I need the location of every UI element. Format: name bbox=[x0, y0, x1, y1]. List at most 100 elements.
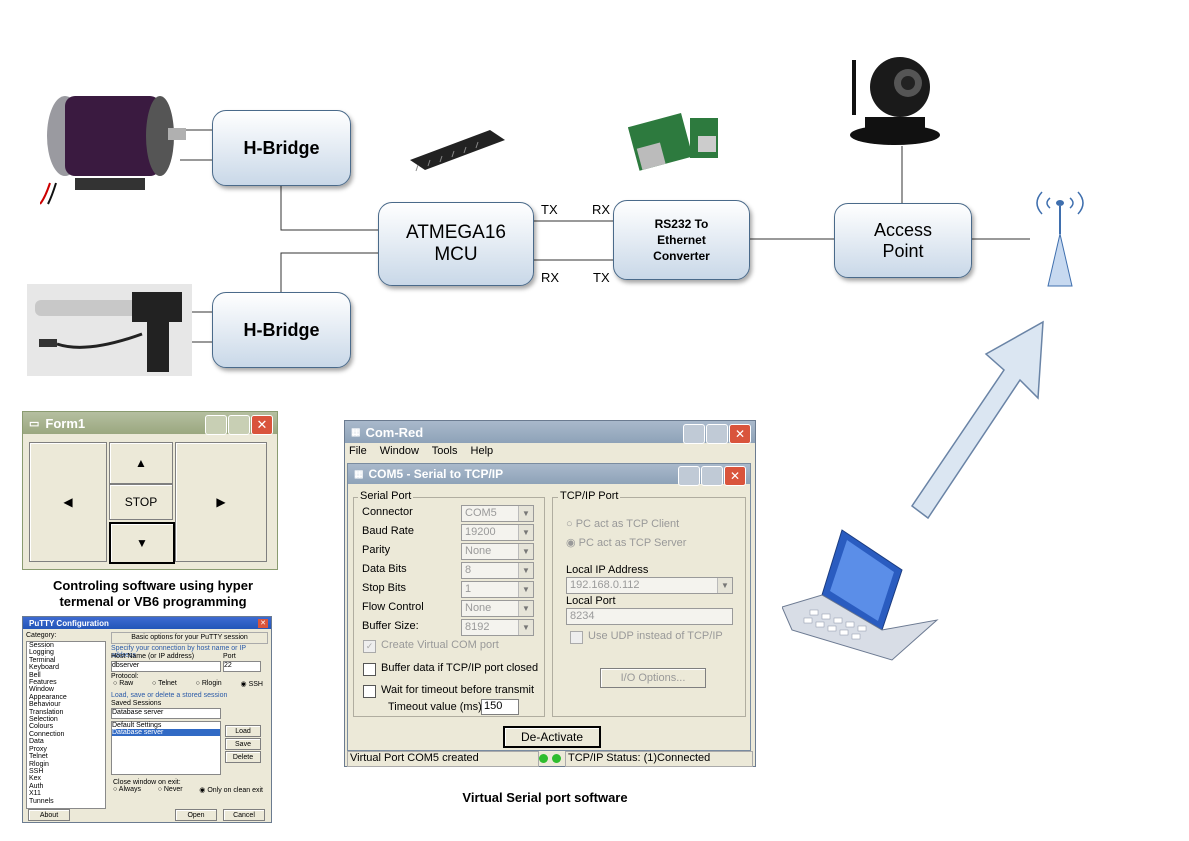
comred-window: ▦ Com-Red ✕ File Window Tools Help ▦ COM… bbox=[344, 420, 756, 767]
serial-row-select[interactable]: None▼ bbox=[461, 543, 534, 560]
session-item[interactable]: Default Settings bbox=[112, 722, 162, 729]
wait-timeout-checkbox[interactable] bbox=[363, 685, 376, 698]
com5-maximize-button[interactable] bbox=[701, 466, 723, 486]
putty-tree-item[interactable]: Session bbox=[29, 642, 54, 649]
chevron-down-icon: ▼ bbox=[518, 601, 533, 616]
putty-tree-item[interactable]: SSH bbox=[29, 767, 44, 775]
putty-load-button[interactable]: Load bbox=[225, 725, 261, 737]
putty-tree-item[interactable]: Translation bbox=[29, 708, 64, 716]
putty-port-label: Port bbox=[223, 653, 236, 660]
putty-category-label: Category: bbox=[26, 632, 57, 639]
rx-left-label: RX bbox=[541, 270, 560, 285]
putty-tree-item[interactable]: Connection bbox=[29, 730, 65, 738]
menu-file[interactable]: File bbox=[349, 445, 367, 457]
tcpip-port-group bbox=[552, 497, 746, 717]
com5-close-button[interactable]: ✕ bbox=[724, 466, 746, 486]
mcu-label: ATMEGA16 MCU bbox=[406, 222, 506, 265]
putty-tree-item[interactable]: Selection bbox=[29, 716, 58, 724]
local-port-label: Local Port bbox=[566, 595, 616, 607]
putty-host-label: Host Name (or IP address) bbox=[111, 653, 195, 660]
comred-minimize-button[interactable] bbox=[683, 424, 705, 444]
putty-tree-item[interactable]: Colours bbox=[29, 723, 54, 731]
chevron-down-icon: ▼ bbox=[717, 578, 732, 593]
putty-tree-item[interactable]: Proxy bbox=[29, 745, 47, 753]
putty-tree-item[interactable]: Tunnels bbox=[29, 797, 54, 805]
timeout-input[interactable]: 150 bbox=[481, 699, 519, 715]
putty-port-input[interactable]: 22 bbox=[223, 661, 261, 672]
putty-tree-item[interactable]: Keyboard bbox=[29, 664, 59, 672]
menu-tools[interactable]: Tools bbox=[431, 445, 458, 457]
local-ip-select[interactable]: 192.168.0.112▼ bbox=[566, 577, 733, 594]
close-button[interactable]: ✕ bbox=[251, 415, 273, 435]
comred-close-button[interactable]: ✕ bbox=[729, 424, 751, 444]
pc-server-radio[interactable]: ◉ PC act as TCP Server bbox=[566, 537, 687, 549]
putty-close-radios[interactable]: ○ Always ○ Never ◉ Only on clean exit bbox=[113, 786, 263, 794]
buffer-data-label: Buffer data if TCP/IP port closed bbox=[381, 662, 539, 674]
putty-close-icon[interactable]: ✕ bbox=[258, 619, 268, 628]
serial-row-select[interactable]: 8192▼ bbox=[461, 619, 534, 636]
putty-tree-item[interactable]: Behaviour bbox=[29, 701, 61, 709]
putty-tree-item[interactable]: Bell bbox=[29, 671, 41, 679]
session-item-selected[interactable]: Database server bbox=[112, 729, 220, 736]
putty-tree-item[interactable]: Rlogin bbox=[29, 760, 49, 768]
putty-saved-input[interactable]: Database server bbox=[111, 708, 221, 719]
putty-save-button[interactable]: Save bbox=[225, 738, 261, 750]
putty-open-button[interactable]: Open bbox=[175, 809, 217, 821]
comred-maximize-button[interactable] bbox=[706, 424, 728, 444]
right-button[interactable]: ▶ bbox=[175, 442, 267, 562]
down-button[interactable]: ▼ bbox=[109, 522, 175, 564]
menu-help[interactable]: Help bbox=[470, 445, 494, 457]
com5-title: COM5 - Serial to TCP/IP bbox=[368, 467, 504, 481]
pc-client-radio[interactable]: ○ PC act as TCP Client bbox=[566, 518, 680, 530]
putty-session-list[interactable]: Default Settings Database server bbox=[111, 721, 221, 775]
minimize-button[interactable] bbox=[205, 415, 227, 435]
rx-right-label: RX bbox=[592, 202, 611, 217]
serial-row-select[interactable]: COM5▼ bbox=[461, 505, 534, 522]
putty-tree-item[interactable]: Features bbox=[29, 679, 57, 687]
buffer-data-checkbox[interactable] bbox=[363, 663, 376, 676]
putty-tree-item[interactable]: Data bbox=[29, 738, 44, 746]
putty-saved-label: Saved Sessions bbox=[111, 700, 162, 707]
serial-row-select[interactable]: 19200▼ bbox=[461, 524, 534, 541]
putty-protocol-radios[interactable]: ○ Raw ○ Telnet ○ Rlogin ◉ SSH bbox=[113, 680, 263, 688]
putty-tree-item[interactable]: Appearance bbox=[29, 693, 67, 701]
up-button[interactable]: ▲ bbox=[109, 442, 173, 484]
putty-tree-item[interactable]: Logging bbox=[29, 649, 54, 657]
hbridge-bottom-label: H-Bridge bbox=[243, 319, 320, 340]
putty-host-input[interactable]: dbserver bbox=[111, 661, 221, 672]
left-button[interactable]: ◀ bbox=[29, 442, 107, 562]
converter-node: RS232 To Ethernet Converter bbox=[613, 200, 750, 280]
status-led-icon bbox=[539, 754, 548, 763]
serial-row-select[interactable]: 1▼ bbox=[461, 581, 534, 598]
laptop-icon bbox=[782, 529, 939, 661]
putty-tree-item[interactable]: Telnet bbox=[29, 753, 48, 761]
putty-about-button[interactable]: About bbox=[28, 809, 70, 821]
putty-tree-item[interactable]: Kex bbox=[29, 775, 42, 783]
chevron-down-icon: ▼ bbox=[518, 582, 533, 597]
putty-tree-item[interactable]: X11 bbox=[29, 790, 41, 798]
putty-cancel-button[interactable]: Cancel bbox=[223, 809, 265, 821]
putty-tree-item[interactable]: Window bbox=[29, 686, 54, 694]
deactivate-button[interactable]: De-Activate bbox=[503, 726, 601, 748]
create-virtual-checkbox[interactable]: ✓ bbox=[363, 640, 376, 653]
io-options-button[interactable]: I/O Options... bbox=[600, 668, 706, 688]
putty-delete-button[interactable]: Delete bbox=[225, 751, 261, 763]
serial-row-select[interactable]: 8▼ bbox=[461, 562, 534, 579]
menu-window[interactable]: Window bbox=[379, 445, 419, 457]
stop-button[interactable]: STOP bbox=[109, 484, 173, 520]
chevron-down-icon: ▼ bbox=[518, 506, 533, 521]
putty-tree-item[interactable]: Terminal bbox=[29, 656, 56, 664]
local-port-input[interactable]: 8234 bbox=[566, 608, 733, 625]
use-udp-checkbox[interactable] bbox=[570, 631, 583, 644]
serial-row-select[interactable]: None▼ bbox=[461, 600, 534, 617]
status-left: Virtual Port COM5 created bbox=[347, 751, 539, 767]
maximize-button[interactable] bbox=[228, 415, 250, 435]
status-right: TCP/IP Status: (1)Connected bbox=[565, 751, 753, 767]
comred-title: Com-Red bbox=[365, 424, 424, 440]
putty-tree-item[interactable]: Auth bbox=[29, 782, 44, 790]
com5-minimize-button[interactable] bbox=[678, 466, 700, 486]
wireless-antenna-icon bbox=[1036, 191, 1084, 287]
